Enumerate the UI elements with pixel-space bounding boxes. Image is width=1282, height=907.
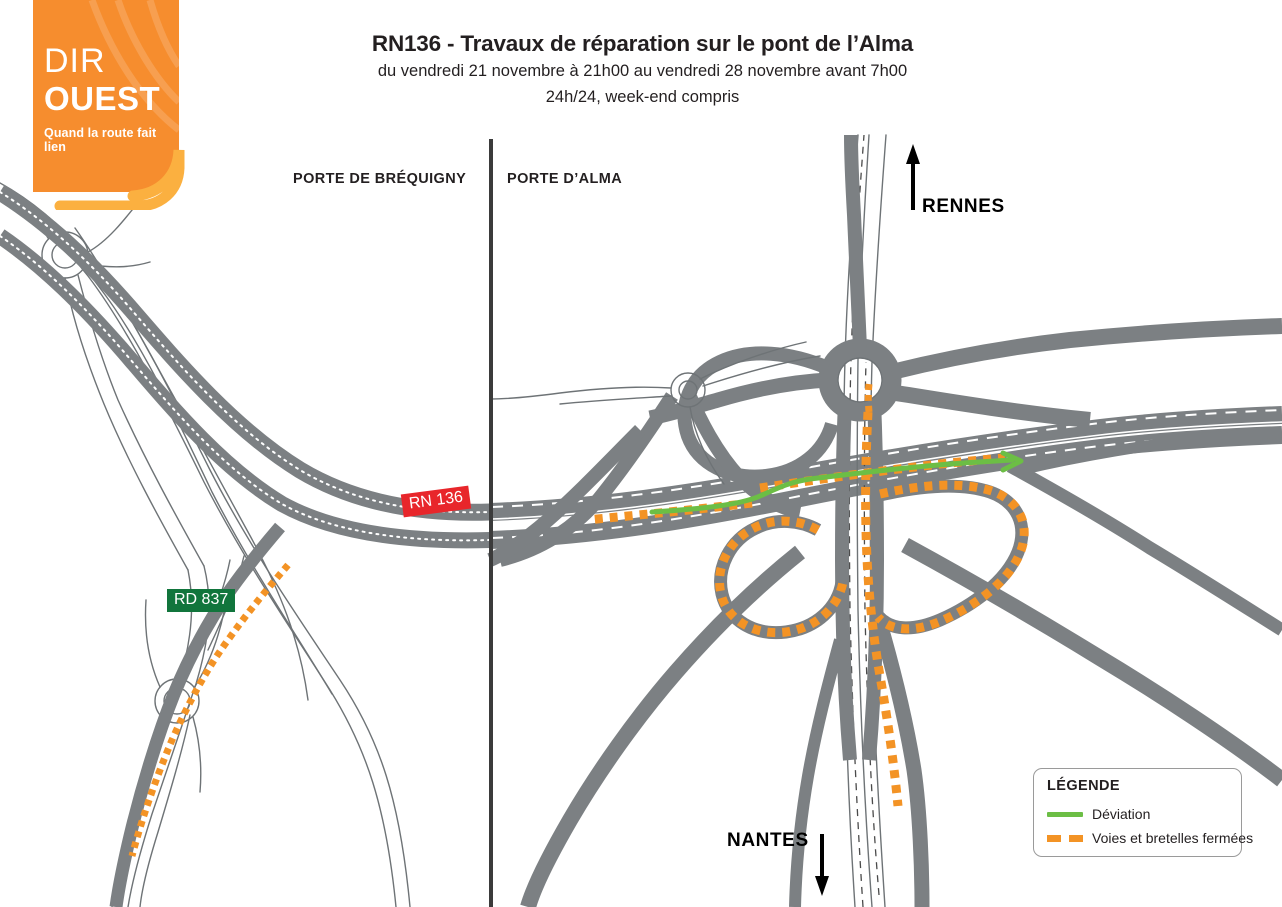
rn136-east-carriageways bbox=[489, 406, 1282, 549]
legend-label-deviation: Déviation bbox=[1092, 806, 1151, 822]
deviation-route bbox=[649, 450, 1024, 515]
direction-label-rennes: RENNES bbox=[922, 196, 1005, 217]
legend-label-closed-lanes: Voies et bretelles fermées bbox=[1092, 830, 1254, 846]
logo-line-2: OUEST bbox=[44, 80, 161, 117]
header-subtitle-line-2: 24h/24, week-end compris bbox=[545, 88, 740, 107]
direction-label-nantes: NANTES bbox=[727, 830, 809, 851]
legend-item-closed-lanes: Voies et bretelles fermées bbox=[1047, 830, 1253, 846]
logo-shape bbox=[33, 0, 185, 210]
road-shield-rd837: RD 837 bbox=[167, 589, 236, 612]
section-divider bbox=[489, 139, 493, 907]
legend-box: LÉGENDE Déviation Voies et bretelles fer… bbox=[1033, 768, 1253, 857]
rn136-west-carriageways bbox=[0, 184, 491, 549]
logo-line-1: DIR bbox=[44, 42, 106, 80]
legend-swatch-deviation-icon bbox=[1047, 807, 1083, 822]
logo-tagline: Quand la route fait lien bbox=[44, 126, 157, 154]
legend-swatch-closed-icon bbox=[1047, 831, 1083, 846]
dir-ouest-logo: DIR OUEST Quand la route fait lien bbox=[33, 0, 185, 210]
porte-alma-label: PORTE D’ALMA bbox=[507, 171, 623, 187]
north-roundabout bbox=[498, 134, 1282, 567]
header-subtitle-line-1: du vendredi 21 novembre à 21h00 au vendr… bbox=[377, 62, 908, 81]
north-arrow-icon bbox=[906, 144, 920, 210]
small-roundabout bbox=[489, 341, 821, 485]
alma-bridge-axis bbox=[789, 134, 930, 907]
porte-brequigny-label: PORTE DE BRÉQUIGNY bbox=[293, 171, 467, 187]
rd837-ramp bbox=[109, 522, 285, 907]
header-block: RN136 - Travaux de réparation sur le pon… bbox=[190, 30, 1095, 110]
legend-item-deviation: Déviation bbox=[1047, 806, 1150, 822]
legend-title: LÉGENDE bbox=[1047, 778, 1120, 794]
south-arrow-icon bbox=[815, 834, 829, 896]
page-title: RN136 - Travaux de réparation sur le pon… bbox=[371, 31, 914, 56]
